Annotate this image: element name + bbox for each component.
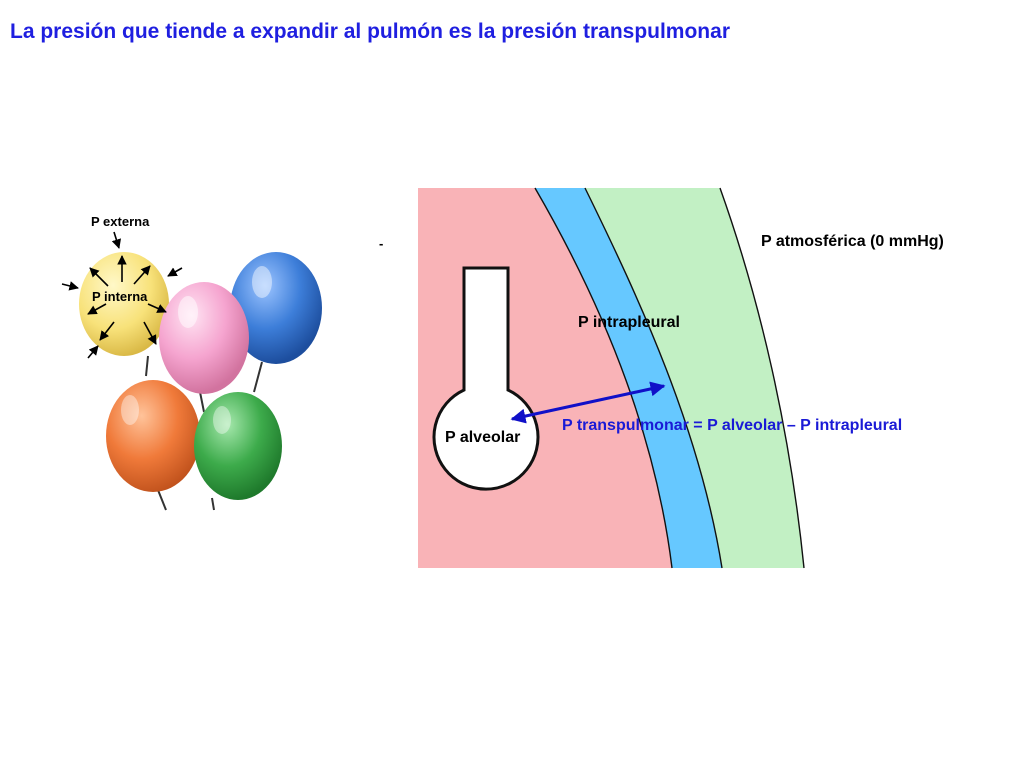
atmospheric-pressure-label: P atmosférica (0 mmHg): [761, 233, 944, 250]
balloon-blue: [230, 252, 322, 364]
stray-dash-mark: -: [379, 236, 384, 251]
balloon-pink: [159, 282, 249, 394]
pressure-arrows: [61, 231, 183, 359]
balloons-illustration: [61, 231, 322, 511]
page-title: La presión que tiende a expandir al pulm…: [10, 20, 730, 43]
internal-pressure-label: P interna: [92, 289, 148, 304]
balloon-yellow: [79, 252, 169, 356]
transpulmonary-arrow: [510, 381, 666, 424]
balloon-green: [194, 392, 282, 500]
balloon-strings: [145, 355, 263, 511]
transpulmonary-pressure-formula: P transpulmonar = P alveolar – P intrapl…: [562, 417, 903, 434]
alveolar-pressure-label: P alveolar: [445, 429, 521, 446]
intrapleural-pressure-label: P intrapleural: [578, 314, 680, 331]
chest-wall-region: [585, 188, 804, 568]
balloon-orange: [106, 380, 200, 492]
external-pressure-label: P externa: [91, 214, 150, 229]
boundary-lines: [534, 187, 805, 569]
pleural-space-region: [535, 188, 722, 568]
lung-pressure-diagram: [418, 187, 805, 569]
